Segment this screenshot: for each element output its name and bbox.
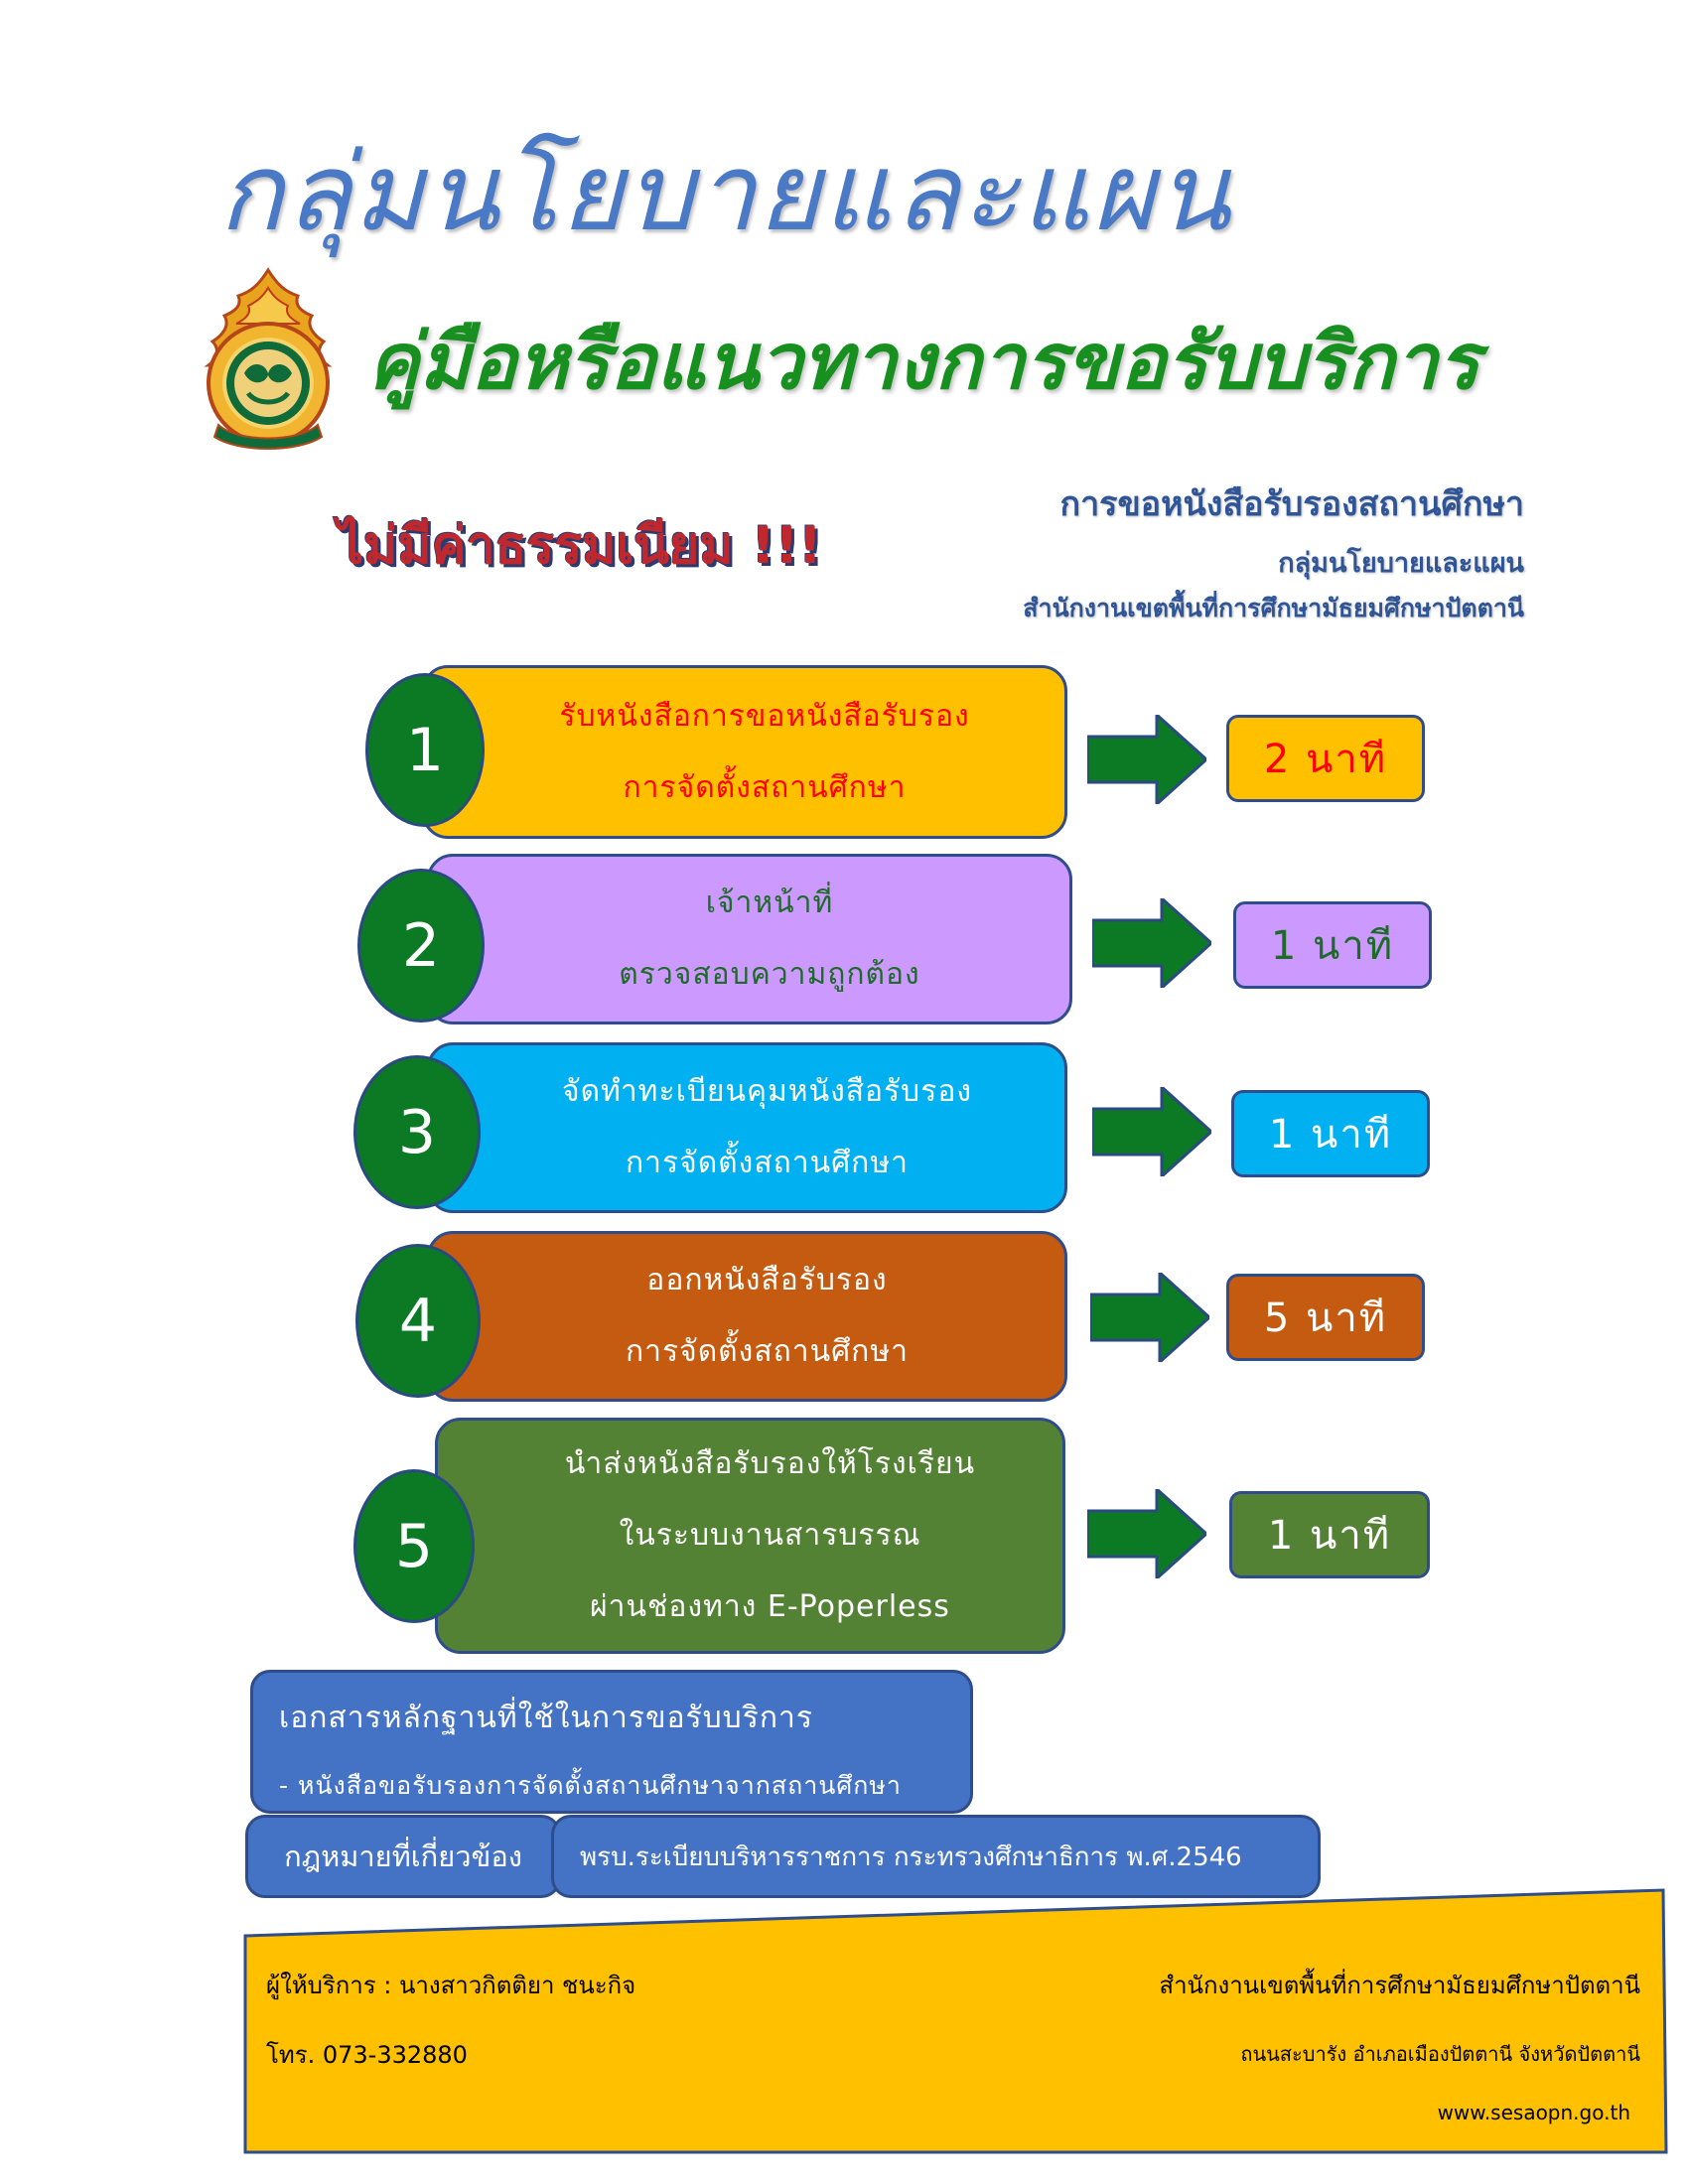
step-1-line-1: รับหนังสือการขอหนังสือรับรอง: [559, 698, 970, 734]
related-law-text: พรบ.ระเบียบบริหารราชการ กระทรวงศึกษาธิกา…: [551, 1815, 1321, 1898]
step-5-line-2: ในระบบงานสารบรรณ: [619, 1518, 921, 1553]
step-2-box: เจ้าหน้าที่ ตรวจสอบความถูกต้อง: [427, 854, 1072, 1024]
step-5-arrow-icon: [1087, 1489, 1206, 1578]
step-2-line-2: ตรวจสอบความถูกต้อง: [619, 957, 920, 992]
step-2-arrow-icon: [1092, 898, 1211, 988]
step-1-line-2: การจัดตั้งสถานศึกษา: [623, 769, 907, 805]
step-3-line-2: การจัดตั้งสถานศึกษา: [626, 1146, 909, 1180]
website-link[interactable]: www.sesaopn.go.th: [1437, 2101, 1630, 2124]
step-2-number: 2: [357, 869, 485, 1023]
emblem-logo: [199, 266, 338, 455]
step-1-box: รับหนังสือการขอหนังสือรับรอง การจัดตั้งส…: [422, 665, 1067, 839]
step-5-box: นำส่งหนังสือรับรองให้โรงเรียน ในระบบงานส…: [435, 1418, 1065, 1654]
step-4-number: 4: [355, 1244, 481, 1398]
step-4-time: 5 นาที: [1226, 1274, 1425, 1361]
step-2-time: 1 นาที: [1233, 901, 1432, 989]
required-documents-box: เอกสารหลักฐานที่ใช้ในการขอรับบริการ - หน…: [250, 1670, 973, 1814]
step-5-time: 1 นาที: [1229, 1491, 1430, 1578]
office-name: สำนักงานเขตพื้นที่การศึกษามัธยมศึกษาปัตต…: [1023, 594, 1524, 622]
related-law-label: กฎหมายที่เกี่ยวข้อง: [245, 1815, 561, 1898]
step-4-arrow-icon: [1090, 1273, 1209, 1362]
step-3-time: 1 นาที: [1231, 1090, 1430, 1177]
step-4-box: ออกหนังสือรับรอง การจัดตั้งสถานศึกษา: [427, 1231, 1067, 1402]
service-name: การขอหนังสือรับรองสถานศึกษา: [1059, 484, 1525, 524]
step-3-line-1: จัดทำทะเบียนคุมหนังสือรับรอง: [562, 1074, 972, 1109]
footer-background: [243, 1888, 1668, 2154]
required-documents-item: - หนังสือขอรับรองการจัดตั้งสถานศึกษาจากส…: [279, 1771, 902, 1800]
step-1-arrow-icon: [1087, 715, 1206, 804]
group-name: กลุ่มนโยบายและแผน: [1278, 548, 1524, 579]
step-5-line-3: ผ่านช่องทาง E-Poperless: [590, 1589, 950, 1624]
phone-number: โทร. 073-332880: [266, 2041, 468, 2069]
footer-address: ถนนสะบารัง อำเภอเมืองปัตตานี จังหวัดปัตต…: [1240, 2042, 1640, 2066]
required-documents-title: เอกสารหลักฐานที่ใช้ในการขอรับบริการ: [279, 1701, 813, 1735]
step-4-line-1: ออกหนังสือรับรอง: [646, 1263, 888, 1297]
step-2-line-1: เจ้าหน้าที่: [705, 886, 834, 920]
step-3-box: จัดทำทะเบียนคุมหนังสือรับรอง การจัดตั้งส…: [427, 1042, 1067, 1213]
step-3-arrow-icon: [1092, 1087, 1211, 1176]
step-1-time: 2 นาที: [1226, 715, 1425, 802]
step-1-number: 1: [365, 673, 485, 827]
service-provider: ผู้ให้บริการ : นางสาวกิตติยา ชนะกิจ: [266, 1972, 636, 1999]
page-title: กลุ่มนโยบายและแผน: [218, 131, 1232, 255]
step-5-number: 5: [353, 1469, 475, 1623]
service-guide-title: คู่มือหรือแนวทางการขอรับบริการ: [367, 318, 1480, 407]
footer-office: สำนักงานเขตพื้นที่การศึกษามัธยมศึกษาปัตต…: [1159, 1972, 1640, 1999]
free-of-charge-notice: ไม่มีค่าธรรมเนียม !!!: [338, 516, 822, 576]
step-3-number: 3: [353, 1055, 481, 1209]
step-5-line-1: นำส่งหนังสือรับรองให้โรงเรียน: [564, 1446, 976, 1481]
step-4-line-2: การจัดตั้งสถานศึกษา: [626, 1334, 909, 1369]
